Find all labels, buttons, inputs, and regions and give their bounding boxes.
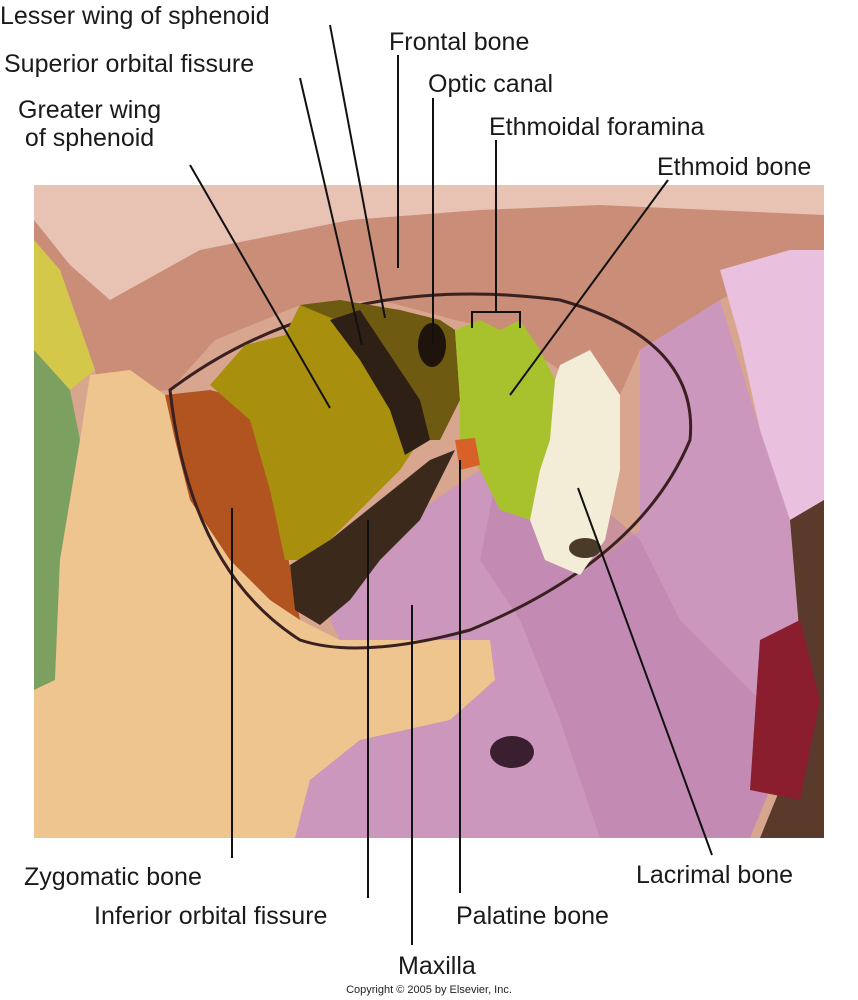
orbital-rim <box>168 292 693 650</box>
palatine-bone-region <box>455 438 480 470</box>
label-optic-canal: Optic canal <box>428 70 554 98</box>
lacrimal-fossa <box>569 538 601 558</box>
zygomatic-bone-region <box>34 370 495 838</box>
label-superior-orbital-fissure: Superior orbital fissure <box>4 50 255 78</box>
label-ethmoid-bone: Ethmoid bone <box>657 153 812 181</box>
leader-lacrimal-bone <box>577 487 713 856</box>
inferior-orbital-fissure-shape <box>290 450 455 625</box>
label-greater-wing-of-sphenoid: Greater wing of sphenoid <box>18 96 162 152</box>
left-green-bone <box>34 350 80 690</box>
label-maxilla: Maxilla <box>398 952 476 980</box>
infraorbital-foramen <box>490 736 534 768</box>
leader-ethmoid-bone <box>509 179 669 396</box>
copyright-notice: Copyright © 2005 by Elsevier, Inc. <box>346 984 512 996</box>
label-lacrimal-bone: Lacrimal bone <box>636 861 794 889</box>
leader-lesser-wing <box>329 24 386 319</box>
label-lesser-wing-of-sphenoid: Lesser wing of sphenoid <box>0 2 270 30</box>
ethmoid-bone-region <box>455 320 555 520</box>
leader-greater-wing <box>189 164 331 409</box>
label-palatine-bone: Palatine bone <box>456 902 609 930</box>
nasal-region <box>720 250 824 520</box>
leader-superior-orbital-fissure <box>299 77 363 346</box>
leader-ethmoidal-foramina-bracket <box>471 311 521 328</box>
zygomatic-orbital-surface <box>165 390 300 620</box>
left-yellow-bone <box>34 240 95 390</box>
label-zygomatic-bone: Zygomatic bone <box>24 863 202 891</box>
label-frontal-bone: Frontal bone <box>389 28 530 56</box>
superior-orbital-fissure-shape <box>330 310 430 455</box>
frontal-highlight <box>34 185 824 300</box>
lacrimal-bone-region <box>530 350 620 575</box>
label-inferior-orbital-fissure: Inferior orbital fissure <box>94 902 328 930</box>
right-red-bone <box>750 620 820 800</box>
label-ethmoidal-foramina: Ethmoidal foramina <box>489 113 705 141</box>
leader-lines <box>189 24 713 945</box>
